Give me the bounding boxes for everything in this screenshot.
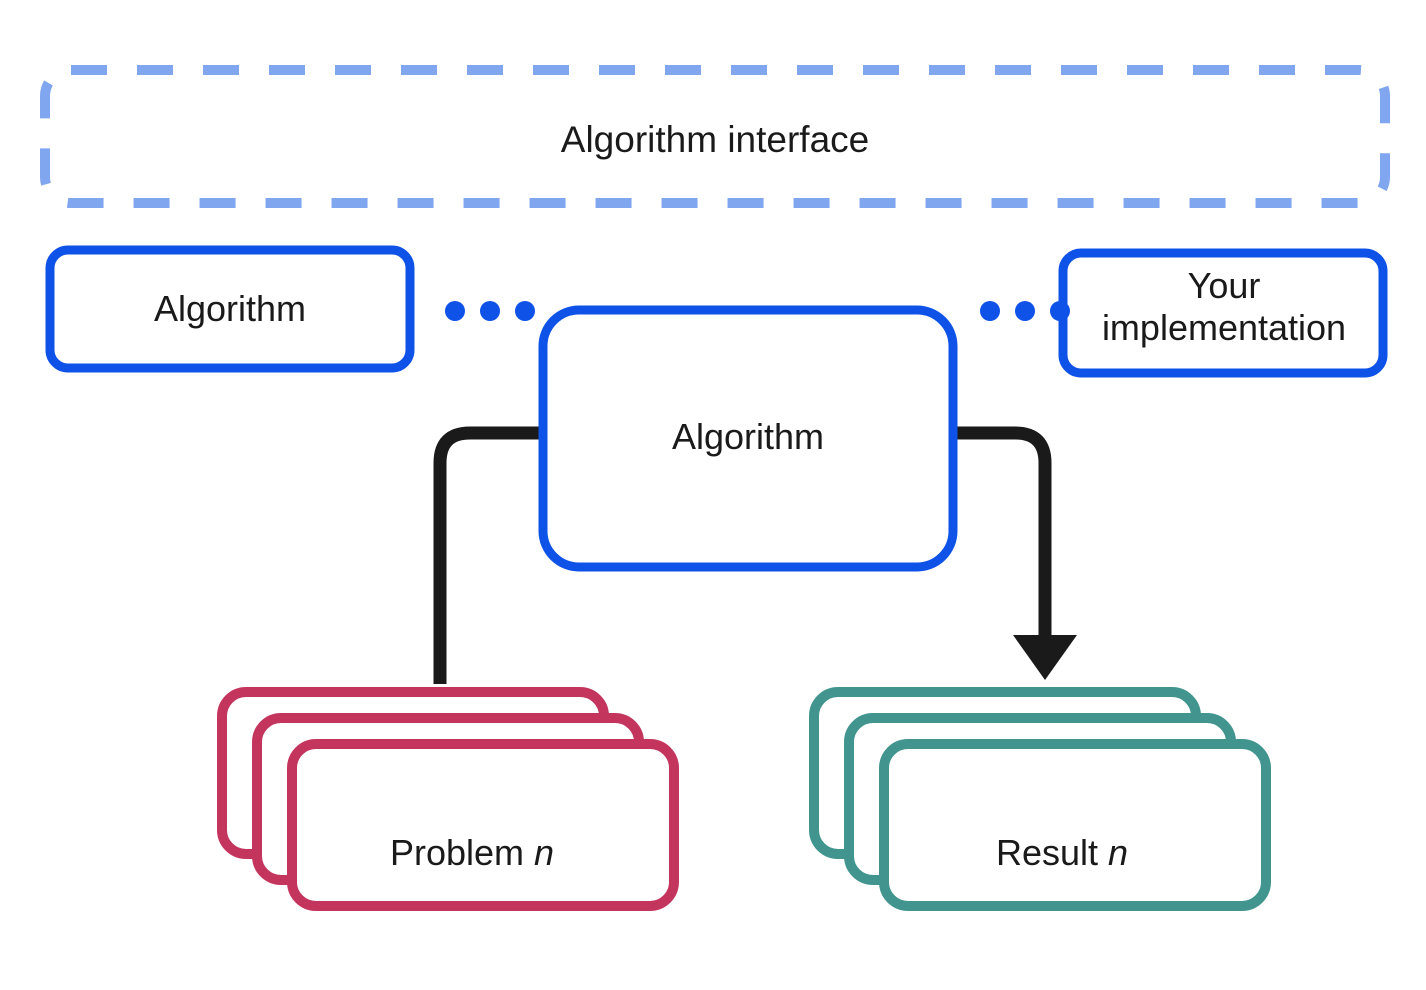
algorithm-interface-container [40, 65, 1390, 208]
node-algorithm-center[interactable] [538, 305, 958, 572]
result-card-front[interactable] [879, 739, 1271, 911]
connector-algorithm-to-result [956, 426, 1052, 640]
problem-card-front[interactable] [287, 739, 679, 911]
node-result-stack[interactable] [809, 687, 1271, 911]
arrowhead-icon [1013, 635, 1077, 680]
node-algorithm-left[interactable] [45, 245, 415, 373]
node-your-implementation[interactable] [1058, 248, 1388, 378]
connector-algorithm-to-problem [433, 426, 540, 684]
node-problem-stack[interactable] [217, 687, 679, 911]
ellipsis-left-icon [445, 301, 535, 321]
ellipsis-right-icon [980, 301, 1070, 321]
